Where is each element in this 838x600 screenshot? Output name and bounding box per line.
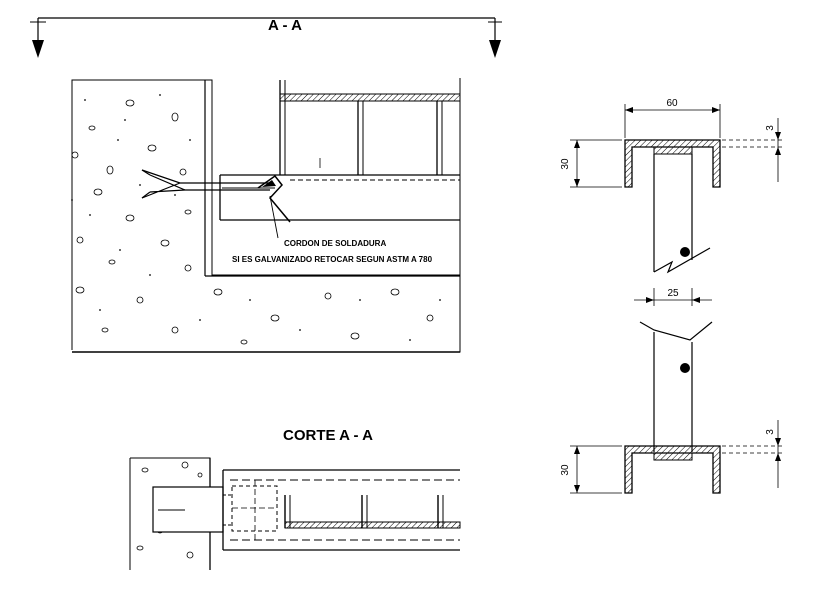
- dim-top-width: [624, 104, 721, 138]
- bolt-hole-top: [680, 247, 690, 257]
- dim-bottom-height: [570, 445, 622, 494]
- dim-bottom-height-label: 30: [560, 464, 571, 476]
- dim-top-width-label: 60: [666, 98, 678, 109]
- dim-top-thickness-label: 3: [765, 125, 776, 131]
- frame-section-bottom: [222, 469, 460, 551]
- bolt-hole-bottom: [680, 363, 690, 373]
- weld-note: CORDON DE SOLDADURA: [284, 239, 386, 248]
- section-cut-line: [30, 17, 502, 58]
- anchor-fishtail: [141, 169, 270, 199]
- concrete-aggregate: [71, 99, 434, 345]
- weld-symbol: [257, 174, 291, 239]
- dim-bar-width: [634, 288, 712, 306]
- anchor-plate-section: [152, 486, 232, 533]
- concrete-dots: [71, 94, 441, 341]
- concrete-wall-top: [71, 78, 461, 353]
- grating-elevation: [279, 80, 461, 175]
- dim-bar-width-label: 25: [667, 288, 679, 299]
- dim-top-height: [570, 139, 622, 188]
- dim-bottom-thickness: [722, 420, 785, 488]
- section-title-top: A - A: [268, 17, 302, 34]
- dim-bottom-thickness-label: 3: [765, 429, 776, 435]
- channel-profile-bottom: [624, 321, 721, 494]
- galvanized-note: SI ES GALVANIZADO RETOCAR SEGUN ASTM A 7…: [232, 255, 433, 264]
- embedded-frame-angle: [219, 174, 460, 221]
- grating-section-bottom: [284, 495, 461, 529]
- section-arrow-left: [32, 40, 44, 58]
- section-arrow-right: [489, 40, 501, 58]
- dim-top-height-label: 30: [560, 158, 571, 170]
- dim-top-thickness: [722, 118, 785, 182]
- section-title-bottom: CORTE A - A: [283, 427, 373, 444]
- channel-profile-top: [624, 139, 721, 274]
